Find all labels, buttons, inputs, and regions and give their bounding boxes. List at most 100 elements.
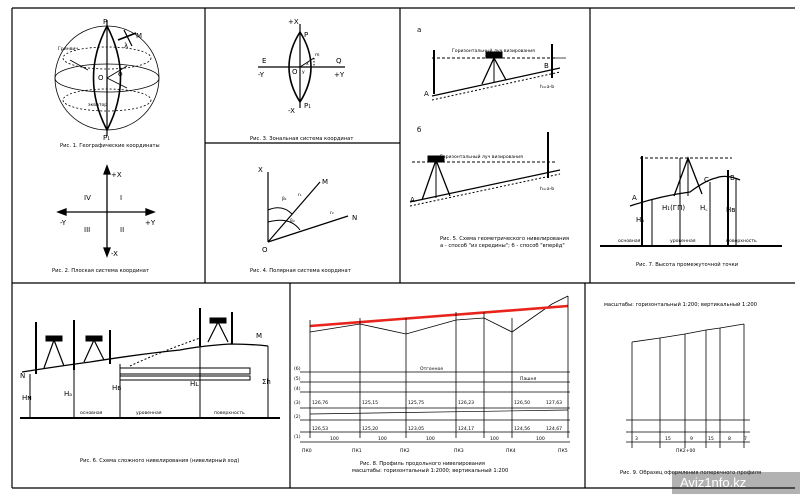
fig8-r2-v4: 124,56 [514, 426, 530, 432]
fig3-e: E [262, 57, 266, 65]
fig8-land: Пашня [520, 376, 536, 382]
fig8-r1-v0: 100 [330, 436, 339, 442]
fig7-hc: H꜀ [700, 204, 708, 212]
fig8-r4-v1: 125,15 [362, 400, 378, 406]
fig3-o: O [292, 68, 298, 76]
fig6-surface-2: уровенная [136, 411, 162, 416]
fig9-row-values: 3 15 9 15 8 7 [635, 436, 747, 442]
fig5a-b-point: B [544, 62, 549, 70]
fig2-caption: Рис. 2. Плоская система координат [52, 268, 149, 274]
fig1-label-equator: экватор [88, 103, 107, 108]
fig6-surface-3: поверхность [214, 411, 245, 416]
fig1-label-p1: P₁ [103, 134, 110, 142]
fig8-r2-v1: 125,20 [362, 426, 378, 432]
fig8-pk5: ПК5 [558, 448, 568, 454]
fig9-caption: Рис. 9. Образец оформления поперечного п… [620, 470, 761, 476]
fig7-c: C [704, 176, 709, 184]
fig1-globe-diagram [54, 20, 160, 136]
fig7-h1: H₁(ГП) [662, 204, 685, 212]
fig3-caption: Рис. 3. Зональная система координат [250, 136, 353, 142]
fig5-caption-line2: а - способ "из середины"; б - способ "вп… [440, 243, 565, 249]
fig3-p: P [304, 31, 308, 39]
fig2-plus-y: +Y [145, 219, 156, 227]
fig2-quadrant-2: II [120, 226, 124, 234]
fig5a-labels: а Горизонтальный луч визирования A B h=a… [417, 26, 554, 98]
fig7-hb: Hв [726, 206, 735, 214]
fig3-m: m [315, 53, 320, 58]
fig9-scale-caption: масштабы: горизонтальный 1:200; вертикал… [604, 301, 757, 308]
fig8-pk3: ПК3 [454, 448, 464, 454]
fig8-row4-values: 126,76 125,15 125,75 126,23 126,50 127,6… [312, 400, 562, 406]
fig9-v2: 9 [690, 436, 693, 442]
fig8-r4-v2: 125,75 [408, 400, 424, 406]
fig4-labels: X O M N r₁ r₂ β₁ β₂ [258, 166, 357, 254]
fig5b-a-point: A [410, 196, 415, 204]
fig8-r1-v2: 100 [426, 436, 435, 442]
fig7-caption: Рис. 7. Высота промежуточной точки [636, 261, 738, 268]
fig5b-labels: б Горизонтальный луч визирования A h=a-b [410, 126, 554, 204]
fig8-r2-v2: 123,05 [408, 426, 424, 432]
fig6-sum-h: Σh [262, 378, 271, 386]
fig8-row1-values: 100 100 100 100 100 [330, 436, 545, 442]
fig7-surface-3: поверхность [726, 239, 757, 244]
fig8-r2-v0: 126,53 [312, 426, 328, 432]
fig6-surface-1: основная [80, 411, 103, 416]
fig7-surface-2: уровенная [670, 239, 696, 244]
fig3-plus-x: +X [288, 18, 299, 26]
fig3-q: Q [336, 57, 342, 65]
fig8-row-5: (5) [294, 376, 301, 382]
fig8-row-2: (2) [294, 414, 301, 420]
fig6-ha: Hₐ [64, 390, 72, 398]
fig5a-letter: а [417, 26, 421, 34]
fig6-hb: Hв [112, 384, 121, 392]
fig5b-formula: h=a-b [540, 186, 554, 192]
fig8-r1-v3: 100 [490, 436, 499, 442]
fig8-r4-v5: 127,63 [546, 400, 562, 406]
fig8-caption-line1: Рис. 8. Профиль продольного нивелировани… [360, 461, 485, 467]
fig9-v3: 15 [708, 436, 714, 442]
fig6-labels: N M Hɴ Hₐ Hв Hʟ Σh основная уровенная по… [20, 332, 271, 416]
fig9-picket: ПК2+00 [676, 448, 695, 454]
fig4-x: X [258, 166, 263, 174]
fig5a-diagram [431, 44, 566, 101]
fig1-label-lambda: λ [124, 42, 128, 50]
fig5-caption-line1: Рис. 5. Схема геометрического нивелирова… [440, 236, 569, 242]
fig7-surface-1: основная [618, 239, 641, 244]
fig2-plane-axes [56, 164, 156, 258]
fig1-label-m: M [136, 32, 142, 40]
fig7-ha: Hₐ [636, 216, 644, 224]
fig1-label-phi: φ [118, 70, 123, 78]
fig8-r2-v3: 124,17 [458, 426, 474, 432]
fig1-label-greenwich: Гринвич [58, 46, 78, 52]
fig8-row-numbers: (6) (5) (4) (3) (2) (1) [294, 366, 301, 440]
fig2-quadrant-4: IV [84, 194, 91, 202]
fig7-diagram [600, 156, 782, 247]
fig1-label-o: O [98, 74, 104, 82]
fig8-pickets: ПК0 ПК1 ПК2 ПК3 ПК4 ПК5 [302, 448, 568, 454]
fig5a-a-point: A [424, 90, 429, 98]
fig6-hl: Hʟ [190, 380, 199, 388]
fig3-y: y [302, 70, 305, 75]
fig4-o: O [262, 246, 268, 254]
fig8-r2-v5: 124,67 [546, 426, 562, 432]
fig2-minus-y: -Y [60, 219, 67, 227]
fig6-n: N [20, 372, 25, 380]
fig6-m: M [256, 332, 262, 340]
fig8-profile [300, 295, 570, 443]
fig8-r1-v1: 100 [378, 436, 387, 442]
fig4-caption: Рис. 4. Полярная система координат [250, 268, 351, 274]
watermark-backdrop [672, 472, 800, 494]
fig2-labels: +X -X -Y +Y IV I III II [60, 171, 156, 258]
fig5b-letter: б [417, 126, 421, 134]
fig1-label-p: P [103, 18, 107, 26]
fig8-r4-v3: 126,23 [458, 400, 474, 406]
fig8-row2-values: 126,53 125,20 123,05 124,17 124,56 124,6… [312, 426, 562, 432]
fig7-a: A [632, 194, 637, 202]
fig4-polar-diagram [267, 172, 349, 243]
fig8-caption-line2: масштабы: горизонтальный 1:2000; вертика… [352, 467, 508, 474]
fig1-caption: Рис. 1. Географические координаты [60, 143, 160, 149]
fig8-pk4: ПК4 [506, 448, 516, 454]
fig8-pk1: ПК1 [352, 448, 362, 454]
fig1-labels: P P₁ Гринвич M λ O φ экватор [58, 18, 142, 142]
fig8-pk2: ПК2 [400, 448, 410, 454]
